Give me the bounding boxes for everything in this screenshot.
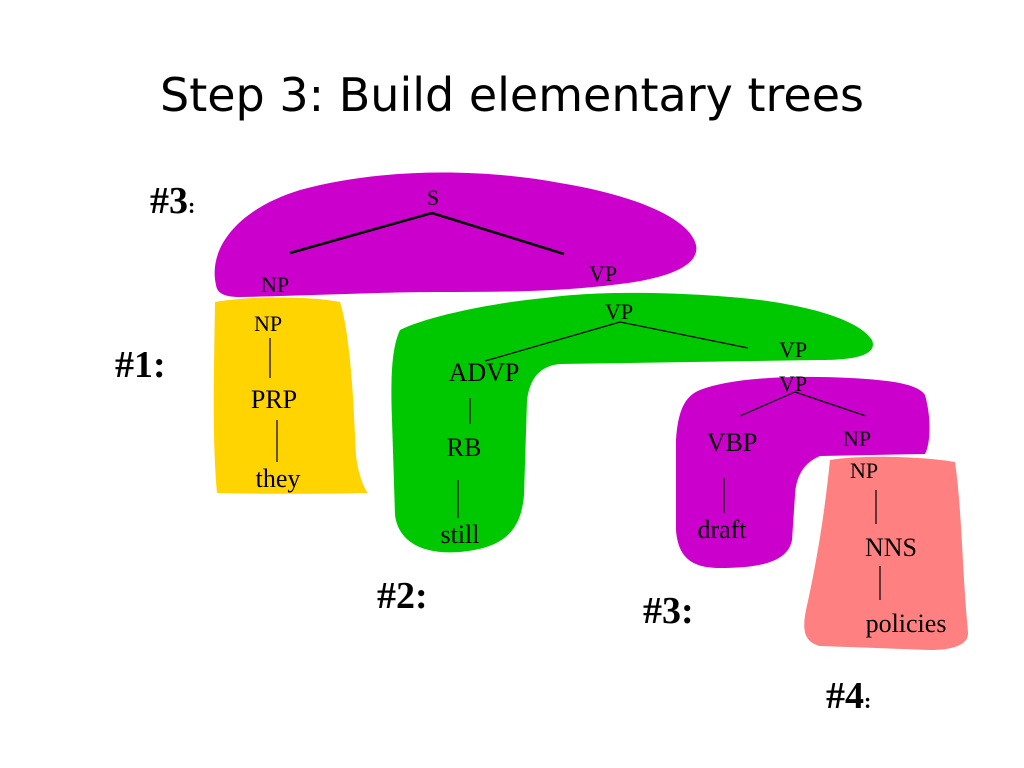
node-policies-nns: NNS [865, 533, 917, 562]
blob-policies-tree [804, 456, 969, 650]
label-policies-tree-main: #4 [826, 675, 864, 717]
node-s-vp: VP [589, 261, 617, 286]
blob-draft-tree [676, 376, 930, 568]
blob-s-tree [214, 172, 697, 297]
node-still-advp: ADVP [449, 358, 520, 387]
label-draft-tree: #3: [643, 590, 694, 632]
node-policies-np: NP [850, 458, 878, 483]
node-still-vp-foot: VP [779, 337, 807, 362]
label-policies-tree-colon: : [864, 688, 871, 713]
label-s-tree-main: #3 [150, 180, 188, 222]
edge-vp-advp [484, 321, 621, 362]
node-s: S [427, 185, 439, 210]
node-they-word: they [256, 464, 301, 493]
label-still-tree: #2: [377, 575, 428, 617]
edge-vp-vbp [739, 391, 796, 417]
label-policies-tree: #4: [826, 675, 871, 717]
node-still-vp-root: VP [605, 299, 633, 324]
label-they-tree: #1: [115, 344, 166, 386]
node-still-rb: RB [447, 433, 482, 462]
label-s-tree-colon: : [188, 193, 195, 218]
node-draft-vbp: VBP [707, 428, 758, 457]
blob-they-tree [213, 297, 368, 494]
node-draft-np: NP [843, 426, 871, 451]
slide-title: Step 3: Build elementary trees [160, 68, 864, 122]
node-draft-vp-root: VP [779, 371, 807, 396]
label-s-tree: #3: [150, 180, 195, 222]
node-they-np: NP [254, 311, 282, 336]
node-policies-word: policies [866, 609, 947, 638]
blob-still-tree [391, 292, 873, 553]
node-still-word: still [440, 520, 479, 549]
node-they-prp: PRP [251, 385, 297, 414]
edge-vp-vp [619, 321, 749, 349]
edge-s-vp [431, 211, 565, 256]
edge-vp-np [794, 391, 867, 417]
edge-s-np [289, 211, 433, 255]
node-draft-word: draft [697, 515, 747, 544]
node-s-np: NP [261, 272, 289, 297]
